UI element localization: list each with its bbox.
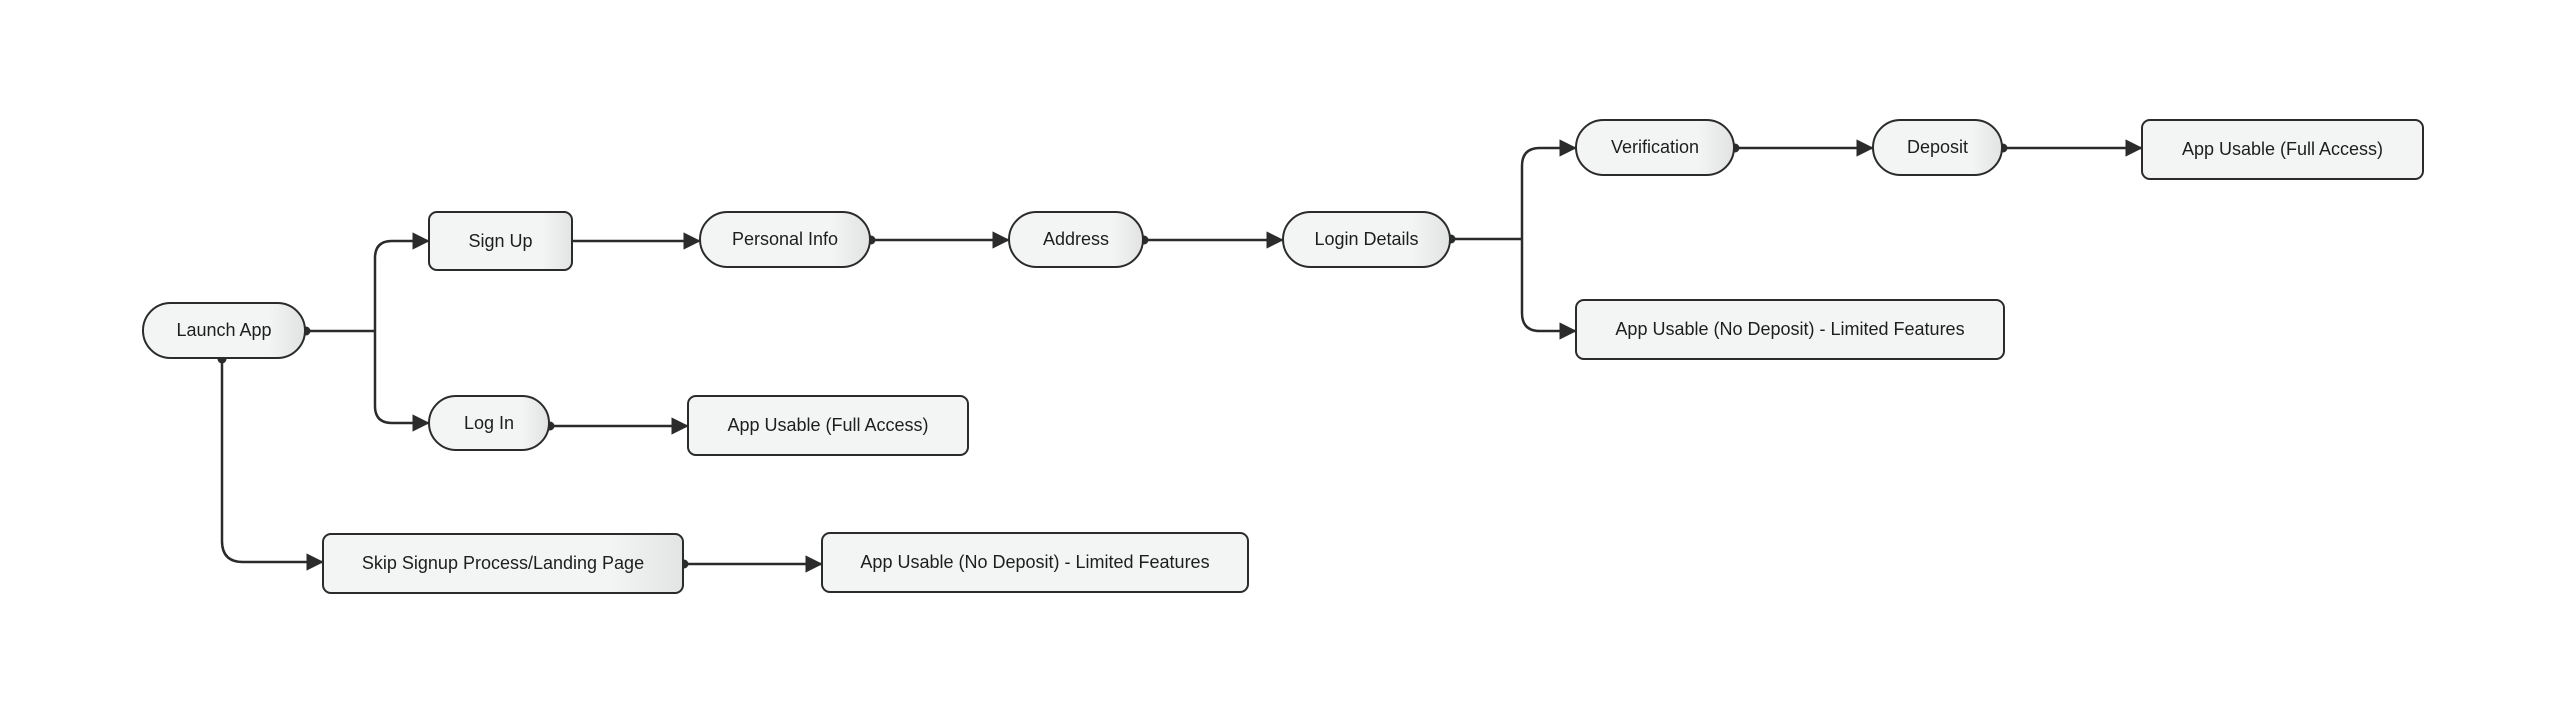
- node-app-usable-full-login[interactable]: App Usable (Full Access): [687, 395, 969, 456]
- node-launch-app[interactable]: Launch App: [142, 302, 306, 359]
- edge-split-to-limited-top: [1520, 239, 1577, 340]
- node-log-in[interactable]: Log In: [428, 395, 550, 451]
- node-app-usable-limited-skip[interactable]: App Usable (No Deposit) - Limited Featur…: [821, 532, 1249, 593]
- edge-branch-to-login: [373, 331, 430, 432]
- edge-launch-to-skip: [220, 359, 324, 571]
- node-verification[interactable]: Verification: [1575, 119, 1735, 176]
- node-personal-info[interactable]: Personal Info: [699, 211, 871, 268]
- node-sign-up[interactable]: Sign Up: [428, 211, 573, 271]
- node-login-details[interactable]: Login Details: [1282, 211, 1451, 268]
- node-address[interactable]: Address: [1008, 211, 1144, 268]
- node-skip-signup[interactable]: Skip Signup Process/Landing Page: [322, 533, 684, 594]
- edge-branch-to-signup: [373, 232, 430, 331]
- node-deposit[interactable]: Deposit: [1872, 119, 2003, 176]
- node-app-usable-limited-top[interactable]: App Usable (No Deposit) - Limited Featur…: [1575, 299, 2005, 360]
- edge-split-to-verification: [1520, 139, 1577, 239]
- node-app-usable-full-top[interactable]: App Usable (Full Access): [2141, 119, 2424, 180]
